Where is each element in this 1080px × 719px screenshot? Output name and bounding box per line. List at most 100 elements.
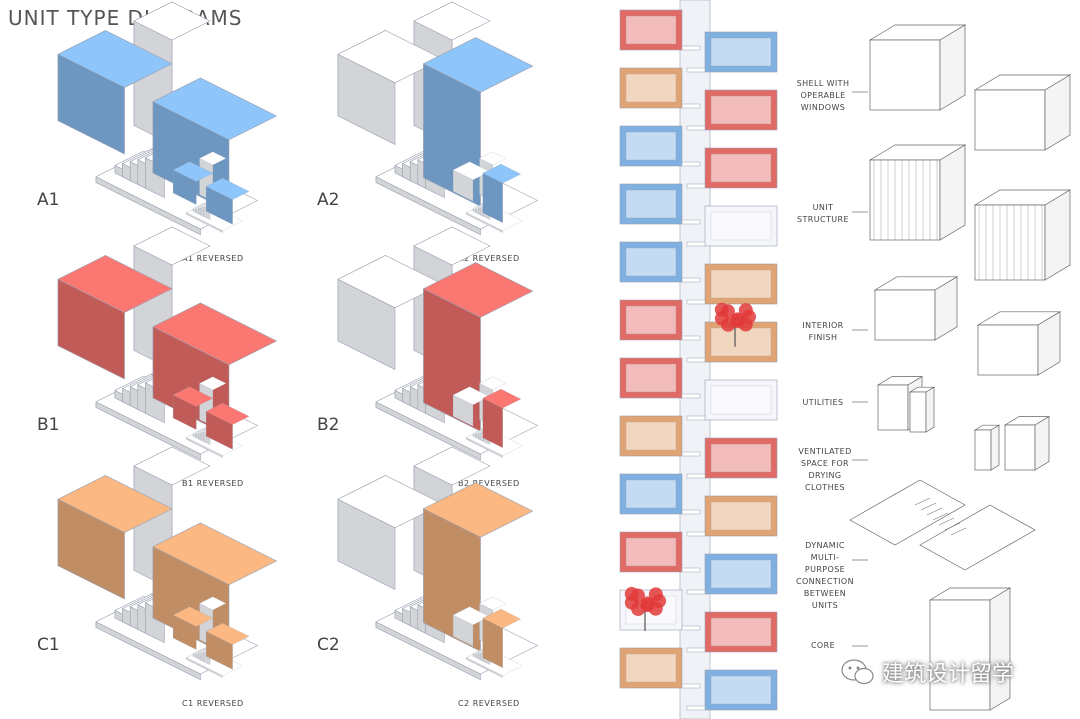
- unit-reversed-label: C2 REVERSED: [458, 699, 520, 708]
- tower-module-window: [625, 305, 677, 335]
- unit-reversed-model: [452, 376, 523, 458]
- tower-module: [686, 263, 778, 305]
- connection-stair: [944, 522, 961, 531]
- unit-reversed-model-front-module: [482, 609, 522, 668]
- utility-box-b-side: [925, 386, 935, 433]
- unit-model: [337, 226, 539, 461]
- tower-elevation: [619, 0, 778, 719]
- tower-tree: [714, 302, 756, 347]
- tower-module-window: [710, 385, 772, 415]
- unit-model-front-module-top-face: [152, 77, 278, 141]
- unit-model-front-module-top-face: [152, 522, 278, 586]
- unit-reversed-model-front-module-top-face: [205, 178, 250, 200]
- tower-module-window: [625, 653, 677, 683]
- unit-reversed-model-back-module: [172, 606, 214, 650]
- unit-model-front-module: [422, 482, 534, 652]
- unit-model-back-module: [57, 255, 173, 380]
- tower-module: [686, 553, 778, 595]
- tower-balcony: [686, 473, 706, 479]
- tower-balcony: [686, 299, 706, 305]
- tower-balcony: [686, 67, 706, 73]
- connection-stair: [938, 517, 955, 526]
- unit-reversed-model-front-module: [205, 623, 250, 670]
- tower-module-window: [710, 675, 772, 705]
- tower-module: [686, 611, 778, 653]
- unit-reversed-model-front-module-top-face: [482, 609, 522, 629]
- unit-axonometric: [337, 1, 539, 236]
- core-box-front: [929, 599, 991, 711]
- interior-box-a-front: [874, 289, 936, 341]
- tower-module: [619, 125, 701, 167]
- unit-model-back-module-top-face: [57, 475, 173, 533]
- tower-module: [619, 415, 701, 457]
- unit-axonometric: [57, 1, 278, 236]
- tower-balcony: [681, 393, 701, 399]
- structure-box-a-side: [939, 144, 966, 241]
- unit-reversed-label: B2 REVERSED: [458, 479, 520, 488]
- tower-module: [619, 473, 701, 515]
- unit-model: [57, 446, 278, 681]
- interior-box-b: [976, 311, 1062, 376]
- layer-label-structure: UNIT STRUCTURE: [797, 203, 849, 224]
- unit-model-back-module: [337, 475, 444, 590]
- interior-box-b-side: [1037, 311, 1061, 376]
- unit-model-front-module-top-face: [422, 262, 534, 318]
- utility-box-c-side: [990, 424, 1000, 471]
- unit-reversed-model-core-top-face: [199, 376, 227, 391]
- tower-balcony: [681, 45, 701, 51]
- unit-label: A2: [317, 190, 340, 210]
- tower-module-window: [625, 15, 677, 45]
- tower-balcony: [686, 589, 706, 595]
- tower-balcony: [681, 683, 701, 689]
- unit-model: [57, 1, 278, 236]
- connection-platform-a: [849, 479, 966, 546]
- tower-balcony: [686, 125, 706, 131]
- unit-axonometric: [337, 226, 539, 461]
- interior-box-a: [873, 276, 959, 341]
- utility-box-d-front: [1004, 424, 1036, 471]
- watermark: 建筑设计留学: [840, 656, 1014, 688]
- unit-reversed-model-back-module: [172, 386, 214, 430]
- tower-module-window: [625, 479, 677, 509]
- unit-reversed-model-front-module-top-face: [205, 623, 250, 645]
- unit-reversed-model: [452, 151, 523, 233]
- connection-stair: [914, 497, 931, 506]
- shell-box-b-front: [974, 89, 1046, 151]
- tree-foliage: [648, 587, 663, 602]
- unit-model-back-module: [57, 475, 173, 600]
- unit-model-back-module-top-face: [57, 30, 173, 88]
- tower-module-window: [710, 37, 772, 67]
- tower-module-window: [710, 153, 772, 183]
- tower-module: [686, 379, 778, 421]
- tower-balcony: [686, 705, 706, 711]
- utility-box-b-front: [909, 391, 927, 433]
- unit-model-core-top-face: [413, 226, 491, 266]
- tower-module-window: [625, 247, 677, 277]
- wechat-icon: [841, 659, 874, 685]
- unit-diagram-c2: C2 C2 REVERSED: [300, 446, 560, 715]
- tower-module-window: [710, 559, 772, 589]
- unit-reversed-model: [172, 596, 250, 678]
- tower-balcony: [686, 241, 706, 247]
- tower-module: [686, 31, 778, 73]
- unit-reversed-label: C1 REVERSED: [182, 699, 244, 708]
- core-box: [928, 587, 1012, 711]
- unit-model-core-top-face: [133, 1, 211, 41]
- unit-axonometric: [337, 446, 539, 681]
- tower-balcony: [681, 103, 701, 109]
- core-box-side: [989, 587, 1011, 711]
- utility-box-c: [973, 424, 1001, 471]
- unit-model-front-module-top-face: [152, 302, 278, 366]
- unit-label: A1: [37, 190, 60, 210]
- tower-balcony: [686, 531, 706, 537]
- unit-diagram-b2: B2 B2 REVERSED: [300, 226, 560, 495]
- layer-label-shell: SHELL WITH OPERABLE WINDOWS: [796, 79, 850, 112]
- unit-model-back-module: [337, 30, 444, 145]
- shell-box-b-side: [1044, 74, 1071, 151]
- unit-reversed-model-front-module-top-face: [482, 164, 522, 184]
- unit-model-back-module: [57, 30, 173, 155]
- tower-module-window: [625, 421, 677, 451]
- unit-diagram-a2: A2 A2 REVERSED: [300, 1, 560, 270]
- tower-balcony: [681, 161, 701, 167]
- watermark-text: 建筑设计留学: [882, 662, 1015, 687]
